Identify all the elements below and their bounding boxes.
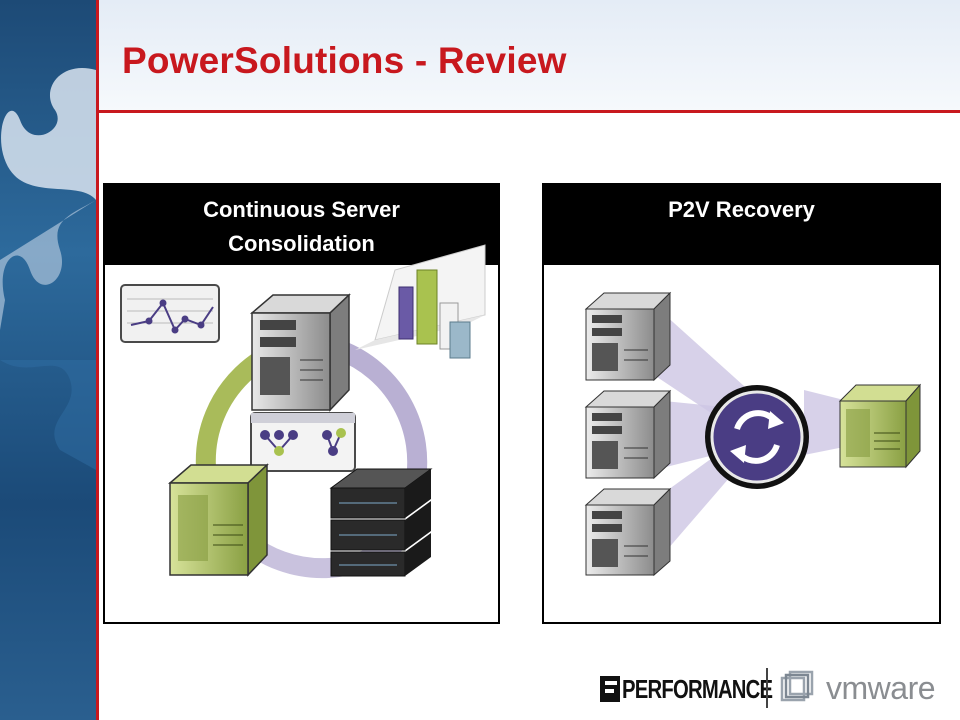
line-graph-icon <box>120 284 220 343</box>
panel-heading: P2V Recovery <box>544 185 939 265</box>
sidebar-divider <box>96 0 99 720</box>
bar-chart-icon <box>355 244 486 359</box>
decorative-sidebar <box>0 0 96 720</box>
slide-title: PowerSolutions - Review <box>122 40 567 81</box>
green-server-icon <box>167 463 269 577</box>
p2v-illustration <box>584 291 922 577</box>
physical-server-icon <box>584 487 672 577</box>
performance-logo: PERFORMANCE <box>622 674 773 704</box>
physical-server-icon <box>584 389 672 480</box>
sync-icon <box>705 385 809 489</box>
puzzle-piece-graphic <box>0 68 96 470</box>
panel-p2v-recovery: P2V Recovery <box>542 183 941 624</box>
header-band <box>99 0 960 111</box>
consolidation-illustration <box>120 244 486 579</box>
vmware-logo-mark-icon <box>780 670 814 702</box>
virtual-server-icon <box>838 383 922 469</box>
footer-logos: PERFORMANCE vmware <box>600 664 950 714</box>
rack-servers-icon <box>329 468 433 577</box>
panel-heading-line1: Continuous Server <box>203 197 400 222</box>
panel-server-consolidation: Continuous Server Consolidation <box>103 183 500 624</box>
vmware-logo: vmware <box>826 670 936 706</box>
performance-logo-mark-icon <box>600 676 620 702</box>
header-underline <box>99 110 960 113</box>
panel-heading: Continuous Server Consolidation <box>105 185 498 265</box>
logo-divider <box>766 668 768 708</box>
network-tree-icon <box>250 412 356 472</box>
gray-server-icon <box>249 293 351 412</box>
panel-heading-line2: Consolidation <box>228 231 375 256</box>
panel-heading-line1: P2V Recovery <box>668 197 815 222</box>
physical-server-icon <box>584 291 672 382</box>
